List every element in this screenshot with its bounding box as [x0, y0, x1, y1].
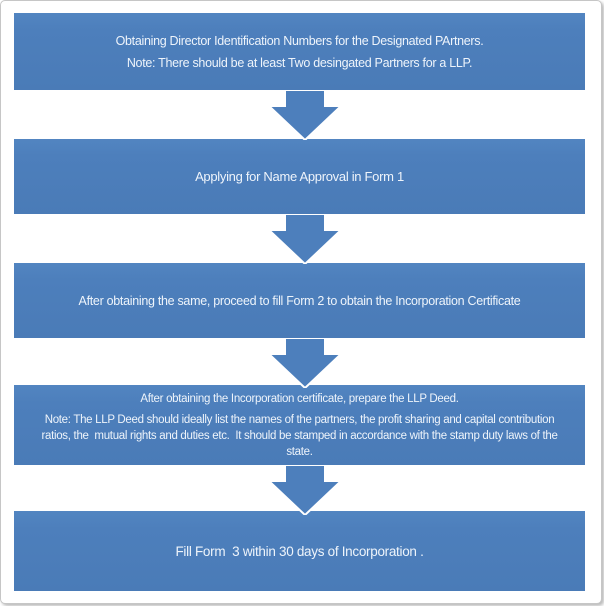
flow-step-din: Obtaining Director Identification Number…: [14, 13, 585, 90]
down-arrow-icon: [267, 90, 343, 140]
flow-step-name-approval: Applying for Name Approval in Form 1: [14, 139, 585, 214]
down-arrow-icon: [267, 214, 343, 264]
step-note: Note: The LLP Deed should ideally list t…: [41, 413, 561, 458]
flow-step-form2: After obtaining the same, proceed to fil…: [14, 263, 585, 338]
step-text: Obtaining Director Identification Number…: [115, 33, 484, 48]
down-arrow-icon: [267, 465, 343, 515]
step-text: After obtaining the Incorporation certif…: [140, 392, 459, 405]
step-text: Applying for Name Approval in Form 1: [195, 169, 404, 184]
step-text: Fill Form 3 within 30 days of Incorporat…: [175, 543, 424, 559]
flow-step-llp-deed: After obtaining the Incorporation certif…: [14, 385, 585, 465]
down-arrow-icon: [267, 338, 343, 388]
flow-step-form3: Fill Form 3 within 30 days of Incorporat…: [14, 511, 585, 591]
step-note: Note: There should be at least Two desin…: [126, 55, 473, 70]
step-text: After obtaining the same, proceed to fil…: [78, 293, 521, 308]
